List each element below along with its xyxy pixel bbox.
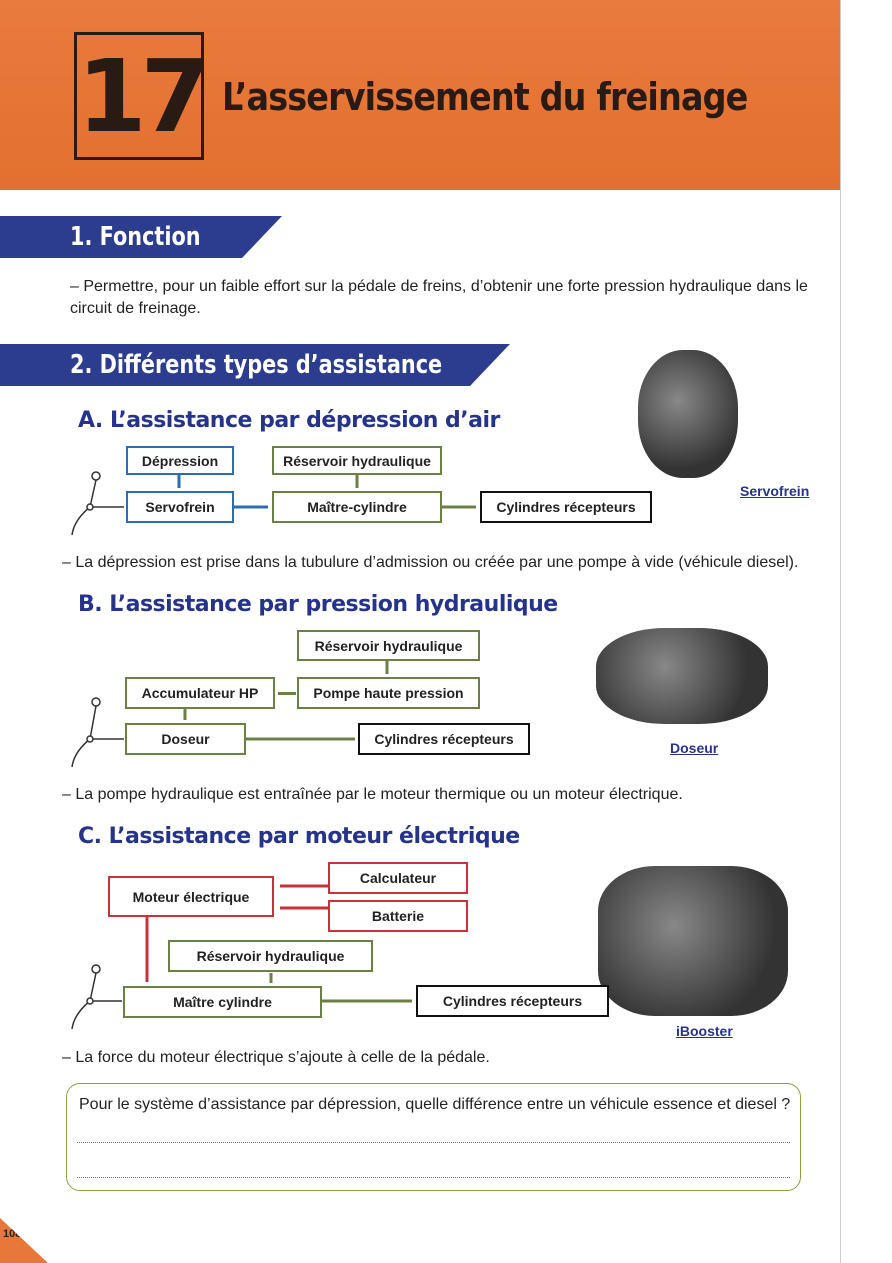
chapter-number: 17 — [74, 32, 210, 160]
box-accumulateur: Accumulateur HP — [125, 677, 275, 709]
box-reservoir: Réservoir hydraulique — [297, 630, 480, 661]
doseur-caption: Doseur — [670, 740, 719, 756]
page-edge — [840, 0, 841, 1263]
box-servofrein: Servofrein — [126, 491, 234, 523]
chapter-title: L’asservissement du freinage — [222, 75, 748, 119]
box-moteur: Moteur électrique — [108, 876, 274, 917]
ibooster-photo — [598, 866, 788, 1016]
section-b-title: B. L’assistance par pression hydraulique — [78, 592, 558, 617]
box-reservoir: Réservoir hydraulique — [272, 446, 442, 475]
box-pompe: Pompe haute pression — [297, 677, 480, 709]
servofrein-caption: Servofrein — [740, 483, 810, 499]
section1-title: 1. Fonction — [70, 222, 201, 252]
box-cylindres: Cylindres récepteurs — [480, 491, 652, 523]
box-doseur: Doseur — [125, 723, 246, 755]
box-maitre-cylindre: Maître-cylindre — [272, 491, 442, 523]
box-maitre-cylindre: Maître cylindre — [123, 986, 322, 1018]
section2-banner: 2. Différents types d’assistance — [0, 344, 510, 386]
section2-title: 2. Différents types d’assistance — [70, 350, 443, 380]
section-c-title: C. L’assistance par moteur électrique — [78, 824, 520, 849]
box-batterie: Batterie — [328, 900, 468, 932]
box-cylindres: Cylindres récepteurs — [358, 723, 530, 755]
section-a-note: – La dépression est prise dans la tubulu… — [62, 554, 799, 571]
section-c-note: – La force du moteur électrique s’ajoute… — [62, 1049, 490, 1066]
box-reservoir: Réservoir hydraulique — [168, 940, 373, 972]
answer-line[interactable] — [77, 1177, 790, 1178]
section-b-note: – La pompe hydraulique est entraînée par… — [62, 786, 683, 803]
question-box: Pour le système d’assistance par dépress… — [66, 1083, 801, 1191]
section1-text: – Permettre, pour un faible effort sur l… — [70, 278, 808, 317]
answer-line[interactable] — [77, 1142, 790, 1143]
box-cylindres: Cylindres récepteurs — [416, 985, 609, 1017]
pedal-icon — [71, 471, 101, 1030]
section1-banner: 1. Fonction — [0, 216, 282, 258]
question-text: Pour le système d’assistance par dépress… — [79, 1096, 791, 1113]
arrow-pompe-accumulateur — [278, 692, 296, 695]
box-calculateur: Calculateur — [328, 862, 468, 894]
doseur-photo — [596, 628, 768, 724]
section-a-title: A. L’assistance par dépression d’air — [78, 408, 500, 433]
servofrein-photo — [638, 350, 738, 478]
ibooster-caption: iBooster — [676, 1023, 733, 1039]
box-depression: Dépression — [126, 446, 234, 475]
